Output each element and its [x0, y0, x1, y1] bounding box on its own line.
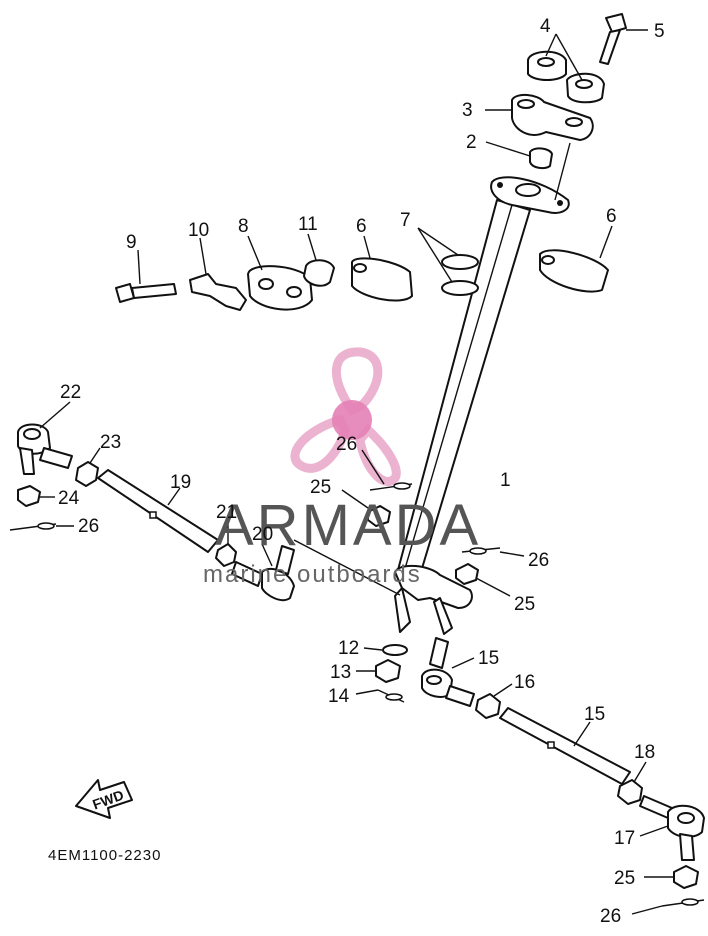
callout-25-left: 24 — [58, 488, 80, 509]
watermark-brand: ARMADA — [215, 493, 481, 558]
callout-3: 3 — [462, 100, 473, 121]
callout-26-right: 26 — [528, 550, 549, 571]
callout-1: 1 — [500, 470, 511, 491]
callout-23: 22 — [60, 382, 81, 403]
watermark-tagline: marine outboards — [203, 561, 422, 588]
callout-21: 20 — [252, 524, 273, 545]
callout-4: 4 — [540, 16, 551, 37]
callout-12: 12 — [338, 638, 359, 659]
callout-10: 10 — [188, 220, 209, 241]
callout-9: 9 — [126, 232, 137, 253]
column-holder-parts — [115, 225, 613, 311]
callout-18: 17 — [614, 828, 635, 849]
callout-2: 2 — [466, 132, 477, 153]
callout-5: 5 — [654, 21, 665, 42]
callout-17: 16 — [514, 672, 535, 693]
callout-24: 23 — [100, 432, 121, 453]
propeller-logo-icon — [290, 347, 401, 486]
steering-column — [394, 176, 570, 635]
callout-25-right: 25 — [514, 594, 535, 615]
callout-25-center: 25 — [310, 477, 331, 498]
upper-clamp-parts — [485, 13, 648, 201]
left-tie-rod-assembly — [9, 401, 401, 602]
callout-16: 15 — [478, 648, 499, 669]
callout-7: 7 — [400, 210, 411, 231]
callout-14: 14 — [328, 686, 350, 707]
forward-arrow-icon: FWD — [75, 779, 133, 819]
callout-25-bottom: 25 — [614, 868, 635, 889]
callout-11: 11 — [298, 214, 318, 235]
callout-19: 18 — [634, 742, 655, 763]
center-fasteners — [341, 449, 525, 703]
drawing-code: 4EM1100-2230 — [48, 847, 161, 864]
callout-20: 19 — [170, 472, 191, 493]
callout-15: 15 — [584, 704, 605, 725]
callout-6-right: 6 — [606, 206, 617, 227]
callout-26-top: 26 — [336, 434, 357, 455]
callout-22: 21 — [216, 502, 237, 523]
callout-8: 8 — [238, 216, 249, 237]
callout-26-left: 26 — [78, 516, 99, 537]
callout-6-left: 6 — [356, 216, 367, 237]
callout-13: 13 — [330, 662, 351, 683]
callout-26-bottom: 26 — [600, 906, 621, 927]
right-tie-rod-assembly — [421, 637, 705, 915]
